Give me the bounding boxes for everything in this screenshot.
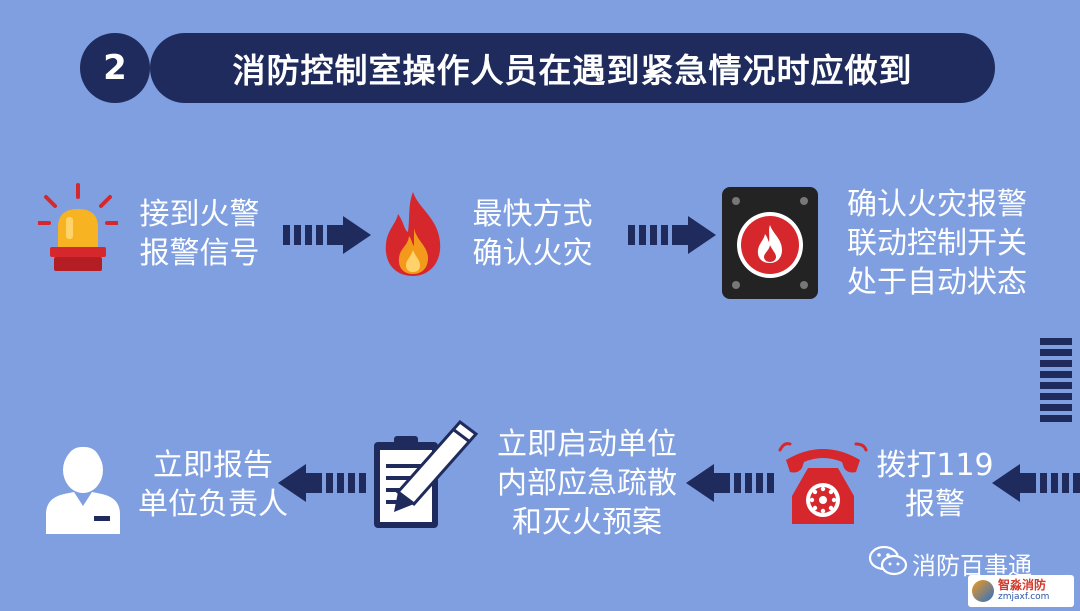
arrow-left-icon bbox=[684, 462, 774, 508]
person-icon bbox=[44, 444, 122, 540]
arrow-down-connector bbox=[1040, 338, 1072, 428]
logo-url: zmjaxf.com bbox=[998, 592, 1050, 602]
clipboard-pencil-icon bbox=[368, 419, 480, 536]
step-number-badge: 2 bbox=[80, 33, 150, 103]
logo-name: 智淼消防 bbox=[998, 578, 1047, 592]
wechat-icon bbox=[868, 544, 908, 582]
arrow-left-icon bbox=[276, 462, 366, 508]
arrow-right-icon bbox=[283, 214, 373, 260]
step-label-confirm-fire: 最快方式确认火灾 bbox=[472, 197, 593, 271]
page-title: 消防控制室操作人员在遇到紧急情况时应做到 bbox=[150, 33, 995, 103]
logo-badge: 智淼消防 zmjaxf.com bbox=[968, 575, 1074, 607]
telephone-icon bbox=[778, 436, 868, 532]
fire-alarm-button-icon bbox=[722, 187, 818, 303]
arrow-right-icon bbox=[628, 214, 718, 260]
fire-icon bbox=[378, 190, 448, 282]
arrow-left-icon bbox=[990, 462, 1080, 508]
step-label-auto-state: 确认火灾报警联动控制开关处于自动状态 bbox=[847, 187, 1027, 300]
logo-mark-icon bbox=[972, 580, 994, 602]
step-label-receive-alarm: 接到火警报警信号 bbox=[139, 197, 260, 271]
alarm-light-icon bbox=[36, 183, 120, 279]
step-label-report-leader: 立即报告单位负责人 bbox=[138, 448, 288, 522]
step-label-emergency-plan: 立即启动单位内部应急疏散和灭火预案 bbox=[497, 427, 677, 540]
